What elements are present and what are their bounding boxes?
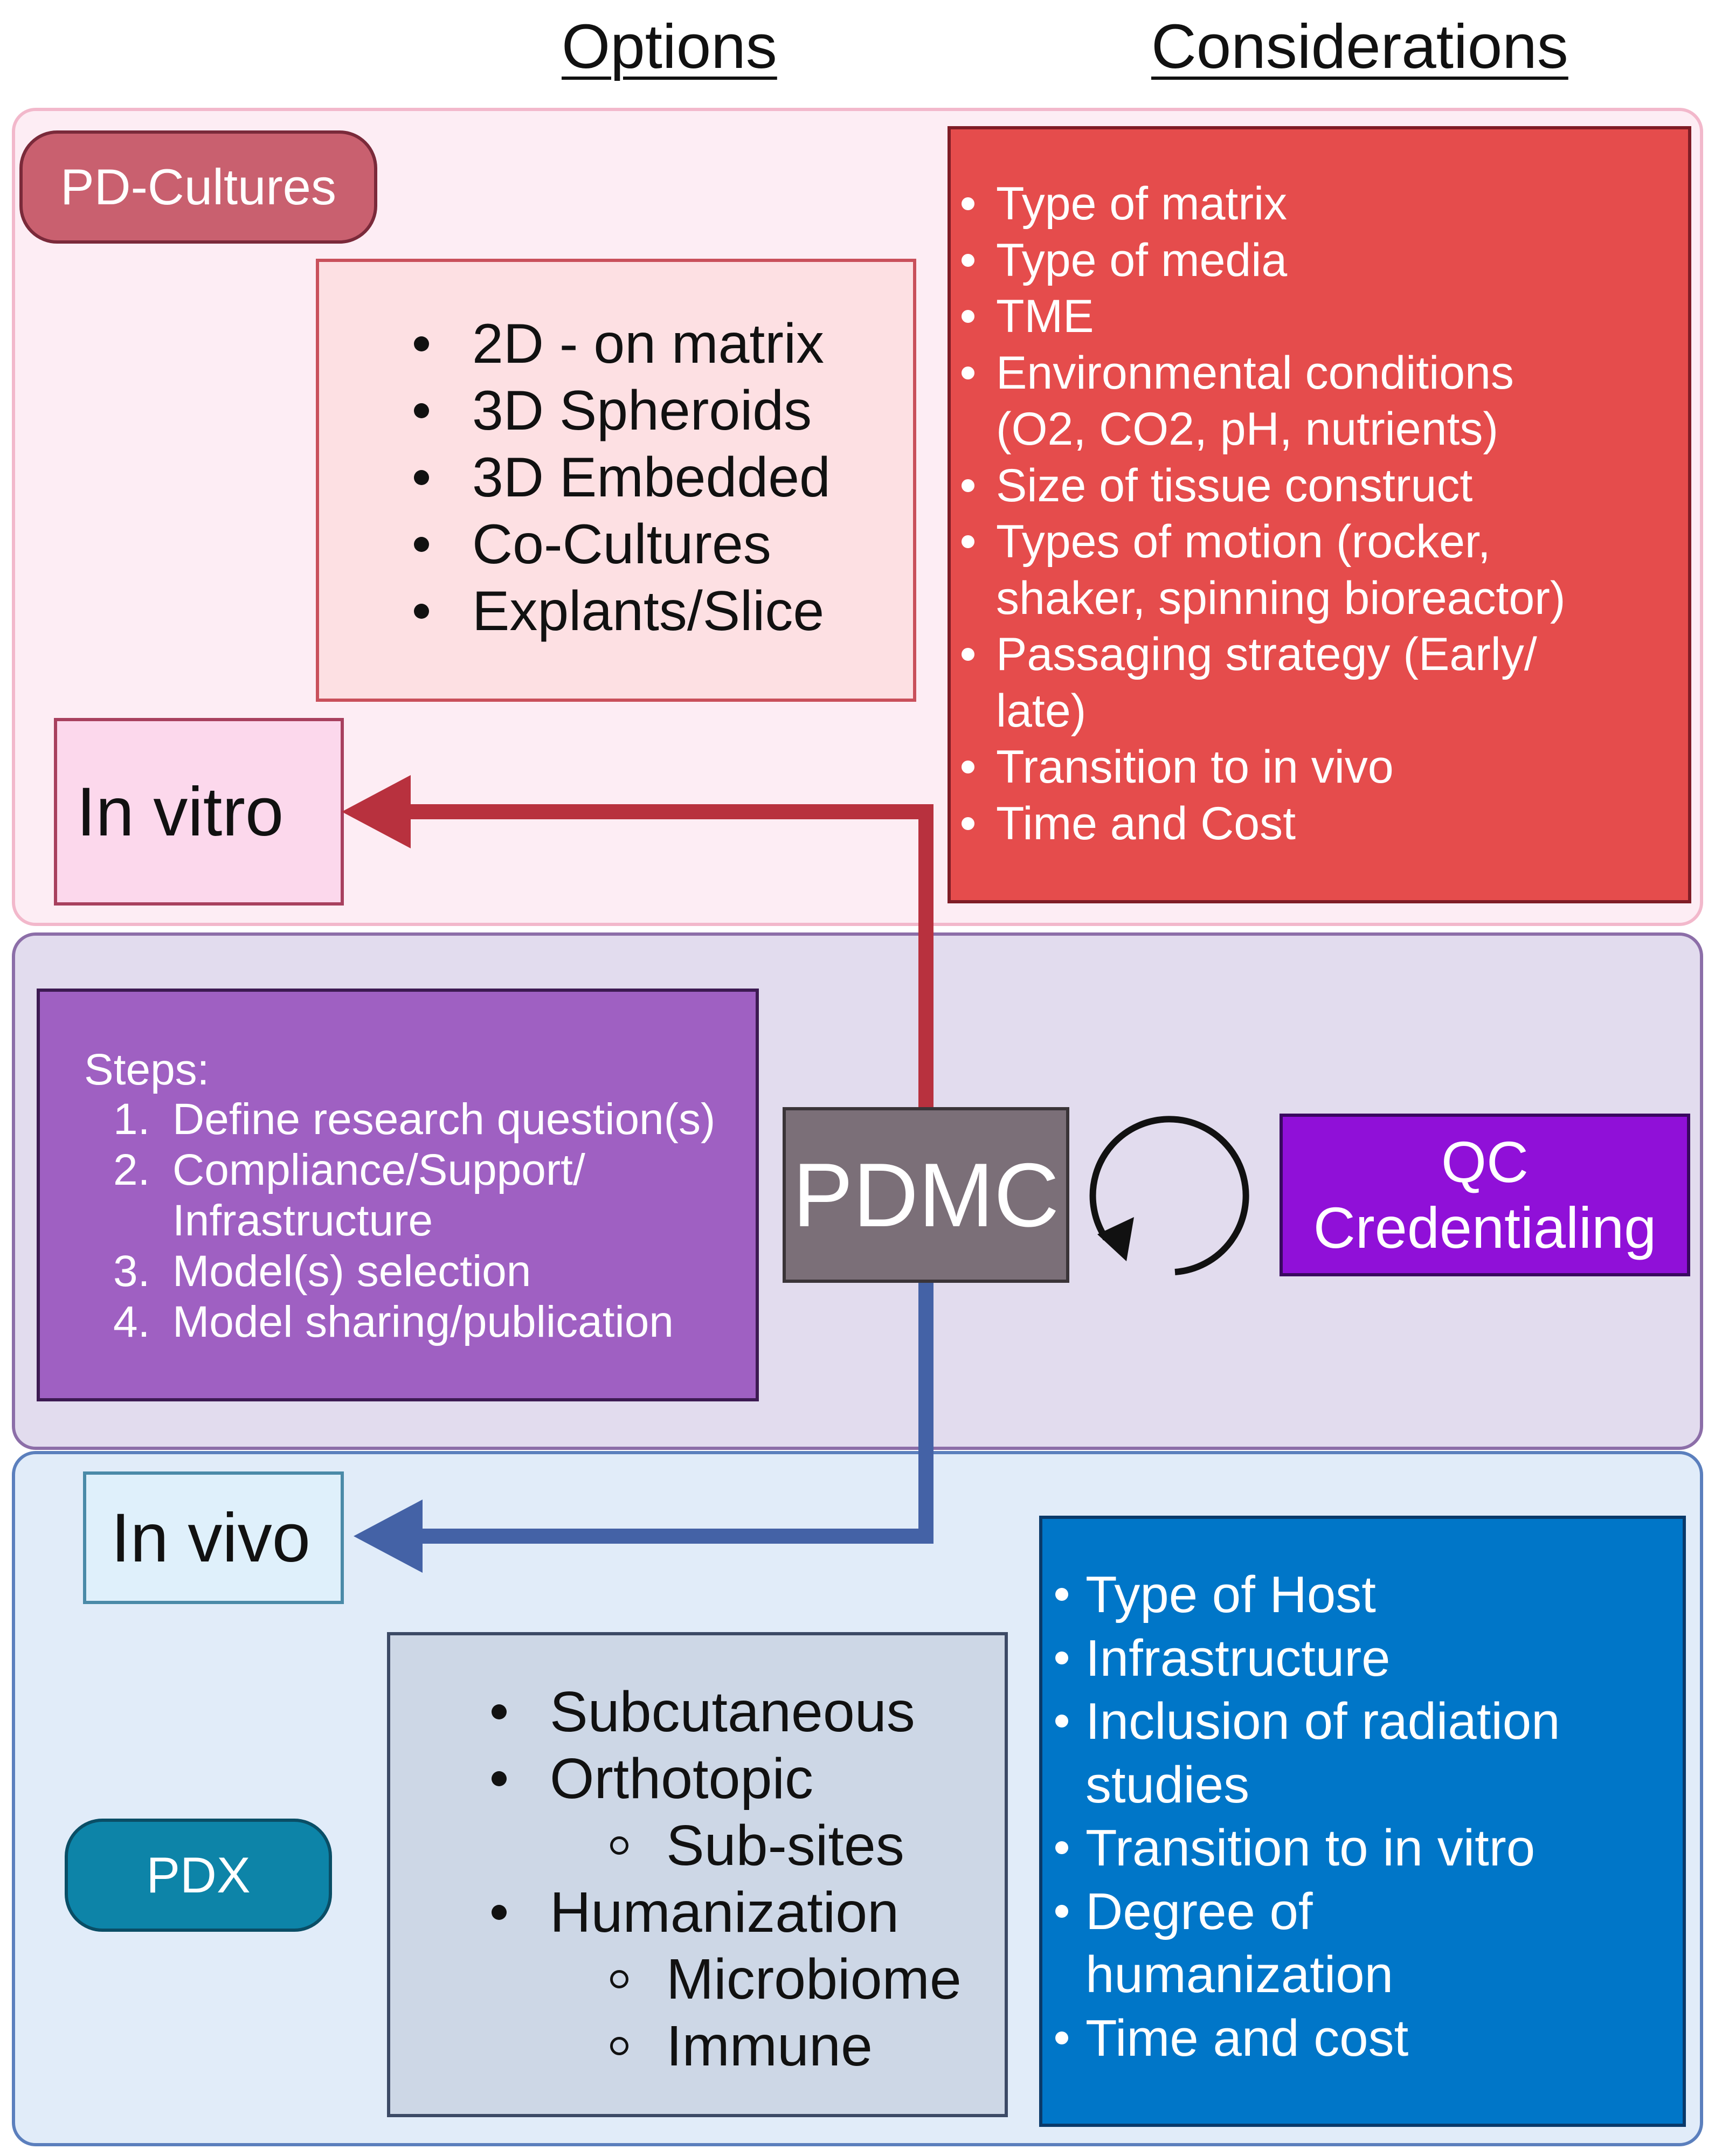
step-text: Define research question(s) (172, 1095, 716, 1144)
in-vivo-sub-option: Immune (550, 2013, 962, 2079)
step-number: 1. (113, 1095, 150, 1144)
step-item: 1. Define research question(s) (113, 1094, 715, 1145)
options-header: Options (562, 11, 777, 81)
step-item: 4. Model sharing/publication (113, 1297, 715, 1348)
step-number: 3. (113, 1247, 150, 1296)
step-item: 3. Model(s) selection (113, 1246, 715, 1297)
in-vitro-consideration: Passaging strategy (Early/ (961, 626, 1565, 683)
step-text: Model sharing/publication (172, 1297, 674, 1346)
in-vitro-option: Co-Cultures (414, 511, 831, 578)
in-vivo-consideration-continued: humanization (1085, 1946, 1394, 2003)
steps-box: Steps: 1. Define research question(s) 2. C… (37, 989, 759, 1401)
in-vivo-option: Orthotopic (492, 1745, 962, 1812)
in-vitro-label: In vitro (54, 718, 344, 906)
in-vitro-consideration: Environmental conditions (961, 345, 1565, 402)
pd-cultures-pill: PD-Cultures (19, 130, 377, 244)
in-vitro-consideration: Type of matrix (961, 176, 1565, 232)
in-vitro-option: 3D Embedded (414, 444, 831, 511)
qc-credentialing-box: QC Credentialing (1280, 1114, 1690, 1276)
in-vitro-consideration: Transition to in vivo (961, 739, 1565, 796)
in-vitro-option: Explants/Slice (414, 578, 831, 645)
in-vivo-consideration: Inclusion of radiation (1055, 1690, 1560, 1753)
in-vitro-consideration: Size of tissue construct (961, 458, 1565, 514)
in-vivo-consideration: Time and cost (1055, 2007, 1560, 2070)
in-vitro-option: 3D Spheroids (414, 377, 831, 444)
in-vivo-consideration: Infrastructure (1055, 1627, 1560, 1690)
in-vitro-consideration-continued: shaker, spinning bioreactor) (996, 572, 1566, 624)
steps-title: Steps: (84, 1045, 210, 1094)
in-vitro-consideration-continued: (O2, CO2, pH, nutrients) (996, 403, 1498, 455)
in-vivo-consideration: Transition to in vitro (1055, 1816, 1560, 1880)
step-item-continued: Infrastructure (113, 1196, 715, 1246)
in-vivo-consideration: Type of Host (1055, 1563, 1560, 1627)
in-vitro-consideration: Time and Cost (961, 796, 1565, 852)
in-vivo-sub-option: Sub-sites (550, 1812, 962, 1879)
in-vivo-considerations-box: Type of Host Infrastructure Inclusion of… (1039, 1516, 1686, 2127)
in-vitro-consideration: Type of media (961, 232, 1565, 289)
in-vitro-consideration-continued: late) (996, 685, 1087, 737)
pdmc-hub: PDMC (783, 1107, 1069, 1283)
in-vivo-option: Humanization (492, 1879, 962, 1946)
in-vitro-consideration: TME (961, 288, 1565, 345)
pdx-pill: PDX (65, 1819, 332, 1932)
qc-line-1: QC (1441, 1129, 1529, 1194)
in-vivo-label: In vivo (83, 1471, 344, 1604)
step-text: Model(s) selection (172, 1247, 531, 1296)
step-number: 2. (113, 1145, 150, 1194)
step-number: 4. (113, 1297, 150, 1346)
considerations-header: Considerations (1151, 11, 1568, 81)
in-vivo-consideration: Degree of (1055, 1880, 1560, 1944)
in-vivo-option: Subcutaneous (492, 1678, 962, 1745)
in-vitro-considerations-box: Type of matrix Type of media TME Environ… (948, 126, 1691, 903)
in-vitro-consideration: Types of motion (rocker, (961, 514, 1565, 570)
in-vitro-options-box: 2D - on matrix 3D Spheroids 3D Embedded … (316, 259, 916, 702)
in-vivo-sub-option: Microbiome (550, 1946, 962, 2013)
in-vivo-options-box: Subcutaneous Orthotopic Sub-sites Humani… (387, 1632, 1008, 2117)
in-vitro-option: 2D - on matrix (414, 310, 831, 377)
step-item: 2. Compliance/Support/ (113, 1145, 715, 1196)
in-vivo-consideration-continued: studies (1085, 1756, 1250, 1814)
step-text: Infrastructure (172, 1196, 433, 1245)
step-text: Compliance/Support/ (172, 1145, 585, 1194)
qc-line-2: Credentialing (1313, 1195, 1657, 1260)
